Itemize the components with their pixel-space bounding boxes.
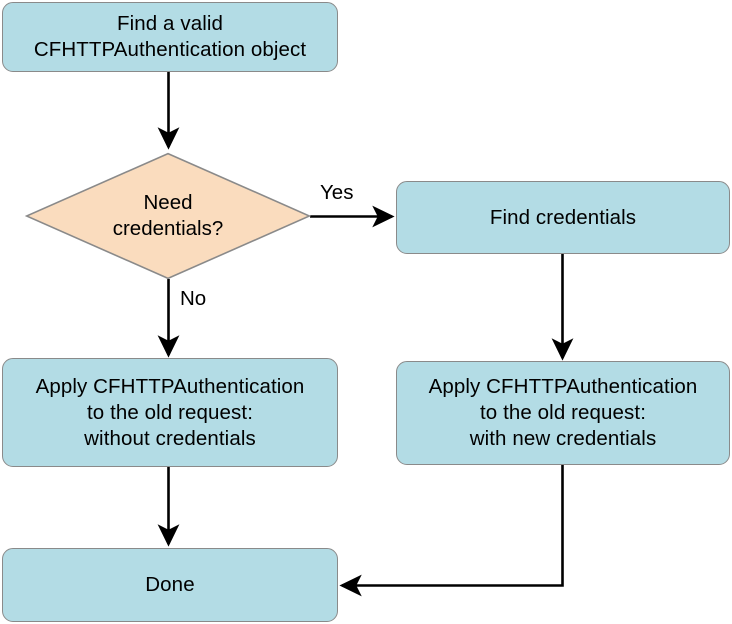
node-done[interactable]: Done [2,548,338,622]
node-apply-without-credentials[interactable]: Apply CFHTTPAuthentication to the old re… [2,358,338,467]
edge-apply-with-new-to-done [339,465,564,597]
edge-label-yes: Yes [320,181,354,204]
diamond-shape [25,152,311,280]
node-apply-with-new-credentials[interactable]: Apply CFHTTPAuthentication to the old re… [396,361,730,465]
node-find-credentials[interactable]: Find credentials [396,181,730,254]
edge-label-no: No [180,287,207,310]
node-need-credentials[interactable]: Need credentials? [25,152,311,280]
node-find-object[interactable]: Find a valid CFHTTPAuthentication object [2,2,338,72]
